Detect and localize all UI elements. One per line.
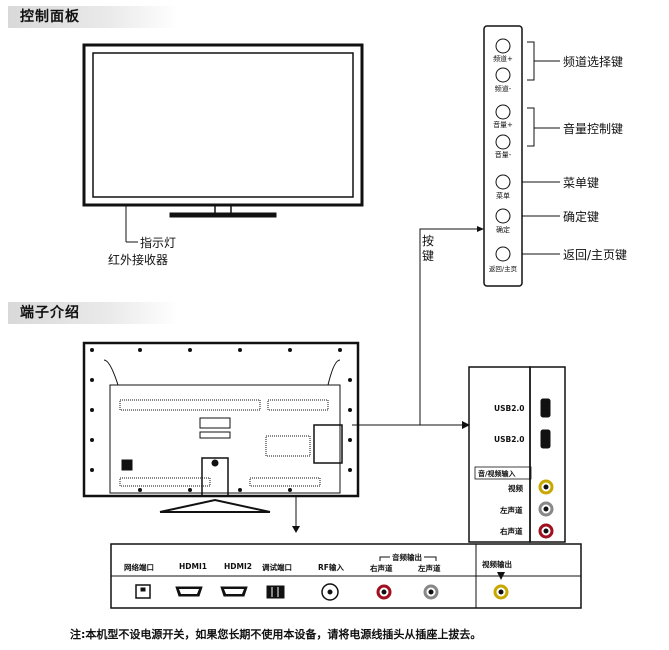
ir-receiver-label: 红外接收器: [108, 253, 169, 267]
hdmi1-label: HDMI1: [179, 562, 207, 571]
bottom-right-label: 右声道: [370, 564, 393, 573]
ch-up-label: 频道+: [493, 55, 513, 63]
footnote: 注:本机型不设电源开关，如果您长期不使用本设备，请将电源线插头从插座上拔去。: [70, 628, 482, 641]
ch-down-label: 频道-: [494, 85, 512, 93]
tv-front: [82, 43, 364, 243]
menu-callout: 菜单键: [563, 176, 600, 190]
vol-down-label: 音量-: [494, 151, 512, 159]
debug-port-label: 调试端口: [262, 563, 292, 572]
usb2-label: USB2.0: [494, 435, 525, 444]
side-left-label: 左声道: [500, 506, 523, 515]
buttons-label: 按键: [422, 234, 435, 263]
usb1-label: USB2.0: [494, 404, 525, 413]
volume-callout: 音量控制键: [563, 122, 624, 136]
ok-label: 确定: [496, 226, 510, 234]
hdmi2-label: HDMI2: [224, 562, 252, 571]
side-port-panel: [468, 366, 566, 543]
section-title-control-panel: 控制面板: [8, 6, 178, 28]
indicator-label: 指示灯: [140, 236, 177, 250]
screw-holes: [90, 348, 352, 492]
channel-callout: 频道选择键: [563, 55, 624, 69]
button-panel: [352, 25, 560, 426]
bottom-port-panel: [110, 543, 582, 609]
ok-callout: 确定键: [563, 210, 600, 224]
video-out-label: 视频输出: [482, 560, 512, 569]
back-label: 返回/主页: [488, 265, 518, 273]
audio-out-label: 音频输出: [392, 553, 422, 562]
bottom-left-label: 左声道: [418, 564, 441, 573]
section-title-terminals: 端子介绍: [8, 302, 178, 324]
tv-back: [82, 341, 360, 527]
side-right-label: 右声道: [500, 527, 523, 536]
side-video-label: 视频: [508, 484, 523, 493]
rf-input-label: RF输入: [318, 563, 344, 572]
menu-label: 菜单: [496, 192, 510, 200]
av-in-label: 音/视频输入: [478, 470, 516, 478]
network-port-label: 网络端口: [124, 563, 154, 572]
vol-up-label: 音量+: [493, 121, 513, 129]
back-callout: 返回/主页键: [563, 248, 628, 262]
